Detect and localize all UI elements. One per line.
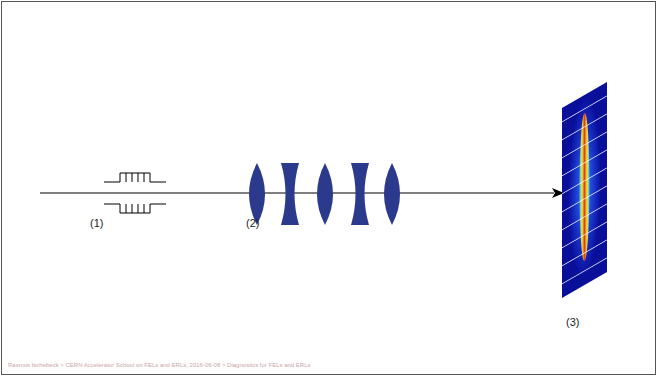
quadrupole-lenses bbox=[249, 163, 400, 225]
footer-note: Rasmus Ischebeck > CERN Accelerator Scho… bbox=[8, 362, 310, 369]
beam-axis bbox=[40, 193, 554, 194]
callout-number: (2) bbox=[246, 217, 259, 229]
cavity-structure bbox=[104, 173, 166, 213]
callout-number: (3) bbox=[566, 316, 579, 328]
screen bbox=[562, 82, 607, 298]
callout-number: (1) bbox=[90, 217, 103, 229]
screen-line bbox=[562, 258, 607, 284]
